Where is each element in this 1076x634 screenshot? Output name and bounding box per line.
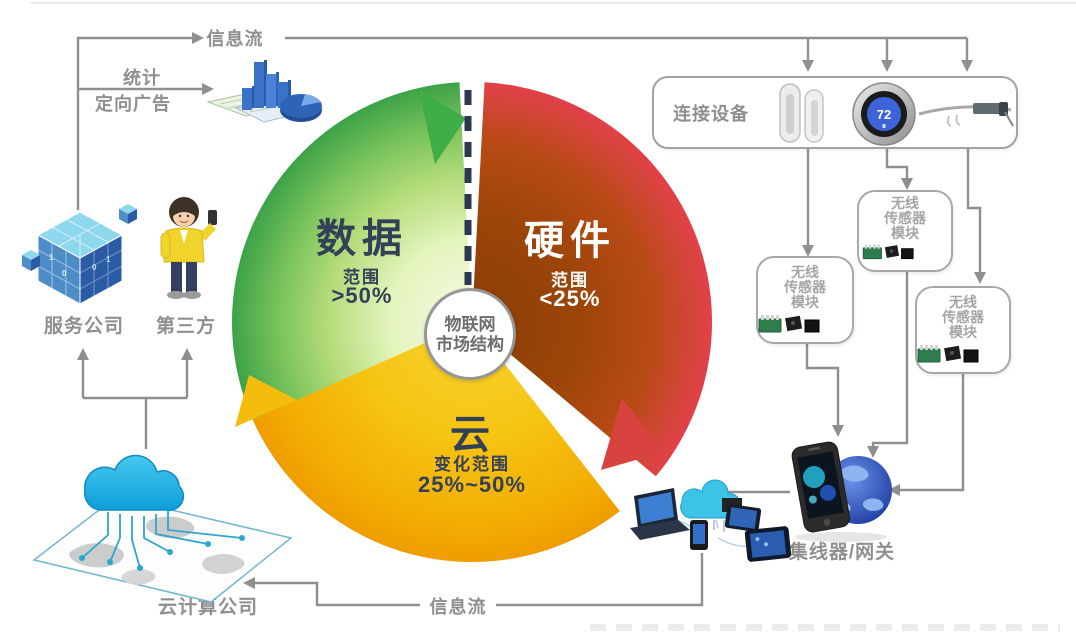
- thermostat-icon: 72: [852, 82, 916, 146]
- center-title-line1: 物联网: [444, 315, 496, 334]
- connected-devices-box: [652, 76, 1018, 149]
- floating-cube: [119, 204, 137, 224]
- segment-cloud-value: 25%~50%: [418, 472, 526, 497]
- cloud-company-label: 云计算公司: [157, 597, 258, 618]
- hub-gateway-icon: [791, 441, 892, 542]
- client-devices-cluster-icon: [630, 479, 792, 562]
- segment-data-title: 数据: [316, 217, 408, 261]
- segment-hardware-value: <25%: [539, 286, 601, 311]
- hardware-flow-arrowhead: [601, 398, 664, 470]
- center-title-line2: 市场结构: [436, 335, 504, 354]
- sensor-module-text: 模块: [891, 225, 919, 241]
- analytics-chart-icon: [206, 60, 324, 123]
- segment-data-range: 范围: [343, 268, 381, 287]
- sensor-module-box-2: 无线 传感器 模块: [857, 190, 953, 272]
- connector-arrowheads: [77, 32, 986, 589]
- hub-gateway-label: 集线器/网关: [788, 542, 896, 563]
- svg-text:1: 1: [106, 255, 111, 264]
- svg-text:1: 1: [49, 253, 54, 262]
- sensor-chips-icon: [917, 345, 979, 363]
- sensor-module-text: 无线: [949, 294, 977, 310]
- thermostat-reading: 72: [877, 107, 891, 122]
- sensor-chips-icon: [758, 315, 820, 333]
- segment-cloud-title: 云: [450, 413, 496, 457]
- pie-segment-hardware: [472, 82, 713, 477]
- sensor-module-box-1: 无线 传感器 模块: [756, 256, 854, 344]
- third-party-label: 第三方: [155, 316, 216, 337]
- floating-cube: [22, 250, 40, 271]
- svg-text:0: 0: [62, 269, 67, 278]
- cloud-company-icon: [32, 454, 293, 603]
- sensor-module-text: 无线: [791, 264, 819, 280]
- center-circle: 物联网 市场结构: [424, 288, 516, 380]
- pie-segment-data: [231, 82, 472, 477]
- targeted-ads-label: 定向广告: [95, 94, 171, 114]
- connected-devices-label: 连接设备: [673, 104, 749, 124]
- info-flow-top-label: 信息流: [206, 29, 264, 49]
- info-flow-bottom-label: 信息流: [429, 597, 487, 617]
- sensor-module-box-3: 无线 传感器 模块: [915, 286, 1011, 374]
- service-company-label: 服务公司: [43, 316, 124, 337]
- pie-segment-cloud: [235, 322, 620, 563]
- third-party-person-icon: [160, 197, 217, 299]
- sensor-chips-icon: [862, 244, 914, 260]
- segment-cloud-range: 变化范围: [434, 455, 510, 474]
- sensor-module-text: 传感器: [784, 279, 826, 295]
- sensor-module-text: 模块: [791, 294, 819, 310]
- service-company-cube-icon: 1 0 0 1: [22, 204, 137, 305]
- segment-hardware-title: 硬件: [524, 219, 616, 263]
- sensor-module-text: 无线: [891, 195, 919, 211]
- svg-text:0: 0: [92, 263, 97, 272]
- cloud-flow-arrowhead: [235, 375, 297, 427]
- sensor-module-text: 模块: [949, 324, 977, 340]
- cloud-shape: [83, 454, 185, 511]
- sensor-module-text: 传感器: [942, 309, 984, 325]
- watermark-strip: [590, 624, 1060, 631]
- cylinder-device-icon: [779, 83, 824, 143]
- segment-hardware-range: 范围: [551, 271, 589, 290]
- smart-glasses-icon: [918, 102, 1014, 127]
- data-flow-arrowhead: [419, 90, 466, 164]
- segment-data-value: >50%: [331, 283, 393, 308]
- sensor-module-text: 传感器: [884, 210, 926, 226]
- stats-label: 统计: [123, 68, 161, 88]
